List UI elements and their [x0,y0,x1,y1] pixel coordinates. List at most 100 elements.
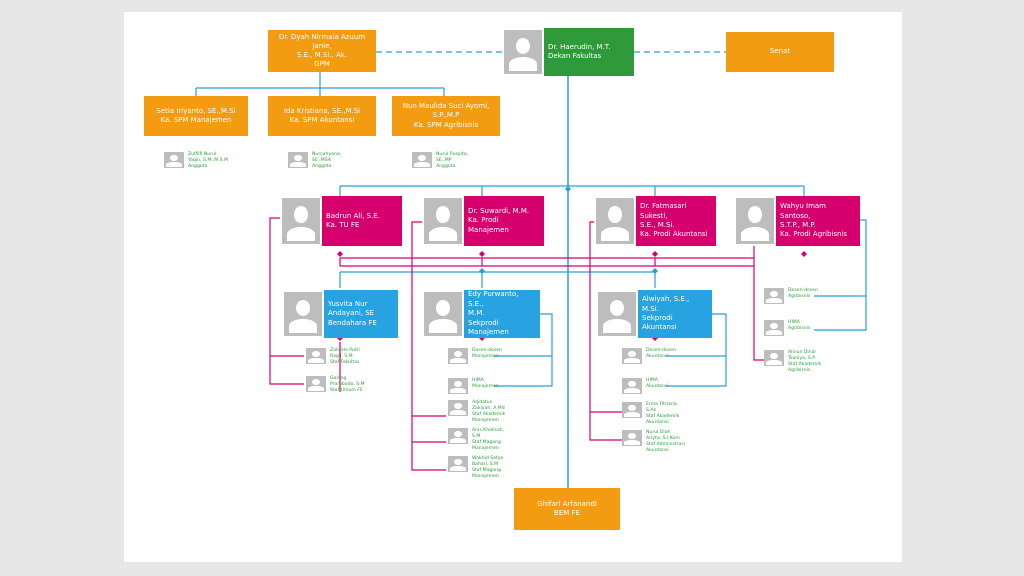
member-line: S.Ak [646,407,657,413]
member-line: Staf Akademik [788,361,822,367]
member-line: Dosen-dosen [646,348,676,353]
member-line: Yaqin, S.M.,M.S.M [188,157,229,163]
member-line: Dosen-dosen [472,348,502,353]
member-line: Erma Fitriana, [646,402,679,407]
head-title: Ka. Prodi Manajemen [468,216,509,234]
head-manajemen-card[interactable]: Dr. Suwardi, M.M.Ka. Prodi Manajemen [422,196,544,246]
member-line: Anggota [312,163,332,169]
head-tu-card[interactable]: Badrun Ali, S.E.Ka. TU FE [280,196,402,246]
senat-box[interactable]: Senat [726,32,834,72]
person-placeholder-icon [422,290,464,338]
head-name: Badrun Ali, S.E. [326,211,380,220]
member-line: Nurul Puspita, [436,152,469,157]
person-placeholder-icon [622,348,642,364]
member-line: Nurcahyono, [312,152,342,157]
member-line: HIMA [788,320,800,325]
sekprodi-manajemen-card[interactable]: Edy Purwanto, S.E.,M.M.Sekprodi Manajeme… [422,290,540,338]
connector-diamonds [337,251,807,341]
head-agribisnis-card[interactable]: Wahyu Imam Santoso,S.T.P., M.P.Ka. Prodi… [734,196,860,246]
second-line: Edy Purwanto, S.E., [468,290,519,308]
head-akuntansi-card[interactable]: Dr. Fatmasari Sukesti,S.E., M.Si.Ka. Pro… [594,196,716,246]
gpm-box[interactable]: Dr. Dyah Nirmala Azuum Janie, S.E., M.Si… [268,30,376,72]
member-line: HIMA [646,378,658,383]
member-line: Staf Magang [472,467,501,473]
person-placeholder-icon [448,378,468,394]
magenta-bus [339,257,754,267]
person-placeholder-icon [422,196,464,246]
person-placeholder-icon [734,196,776,246]
member-line: Agribisnis [788,293,811,299]
member-line: Anggota [436,163,456,169]
agr-staff-blue [814,219,867,331]
spm-name: Setia Iriyanto, SE.,M.Si [156,106,236,115]
person-placeholder-icon [622,402,642,418]
bem-name: Ghifari Arfanandi [537,499,597,508]
person-placeholder-icon [764,350,784,366]
bem-box[interactable]: Ghifari Arfanandi BEM FE [514,488,620,530]
head-name: Wahyu Imam Santoso, [780,202,826,220]
gpm-line2: S.E., M.Si., Ak. [296,51,348,59]
person-placeholder-icon [764,288,784,304]
spm-name2: S.P.,M.P [432,111,460,120]
member-line: Akuntansi [646,353,669,359]
member-line: Nurul Diah [646,430,671,435]
second-line: Alwiyah, S.E., M.Si. [642,295,690,313]
org-chart-canvas: Dr. Dyah Nirmala Azuum Janie, S.E., M.Si… [124,12,902,562]
member-line: Zulfiifi Nurul [188,152,217,157]
sekprodi-akuntansi-card[interactable]: Alwiyah, S.E., M.Si.Sekprodi Akuntansi [596,290,712,338]
member-line: Staf Fakultas [330,359,360,365]
member-line: Prambodo, S.M [330,381,365,387]
second-line: Sekprodi Manajemen [468,318,509,337]
dean-card[interactable]: Dr. Haerudin, M.T. Dekan Fakultas [502,28,634,76]
spm-agribisnis-box[interactable]: Nun Maulida Suci Ayomi, S.P.,M.P Ka. SPM… [392,96,500,136]
second-line: Sekprodi Akuntansi [642,314,677,332]
head-title: Ka. Prodi Agribisnis [780,230,848,239]
member-line: Manajemen [472,383,499,389]
member-line: HIMA [472,378,484,383]
spm-manajemen-box[interactable]: Setia Iriyanto, SE.,M.Si Ka. SPM Manajem… [144,96,248,136]
member-line: Anis Kholisah, [472,428,505,433]
head-name2: S.E., M.Si. [640,221,675,229]
person-placeholder-icon [622,430,642,446]
second-line: Yusvita Nur [328,299,368,308]
member-line: Wakhid Setyo [472,456,504,461]
gpm-spm-connector [195,72,445,96]
member-line: SE.,MP [436,157,452,163]
member-line: Tsaniya, S.P [788,355,816,361]
member-line: Alinun Dinar [788,350,817,355]
person-placeholder-icon [164,152,184,168]
member-line: Akuntansi [646,383,669,389]
member-line: Dosen-dosen [788,288,818,293]
second-line: Andayani, SE [328,309,375,318]
member-line: Manajemen [472,353,499,359]
bem-title: BEM FE [554,509,580,517]
dean-photo-placeholder-icon [502,28,544,76]
person-placeholder-icon [306,348,326,364]
head-title: Ka. TU FE [326,221,360,229]
second-line: Bendahara FE [328,318,377,327]
spm-title: Ka. SPM Akuntansi [289,116,355,124]
member-line: Aqidatus [472,400,493,405]
spm-akuntansi-box[interactable]: Ida Kristiana, SE.,M.Si Ka. SPM Akuntans… [268,96,376,136]
person-placeholder-icon [596,290,638,338]
member-line: Akuntansi [646,419,669,425]
gpm-line3: GPM [314,60,330,69]
